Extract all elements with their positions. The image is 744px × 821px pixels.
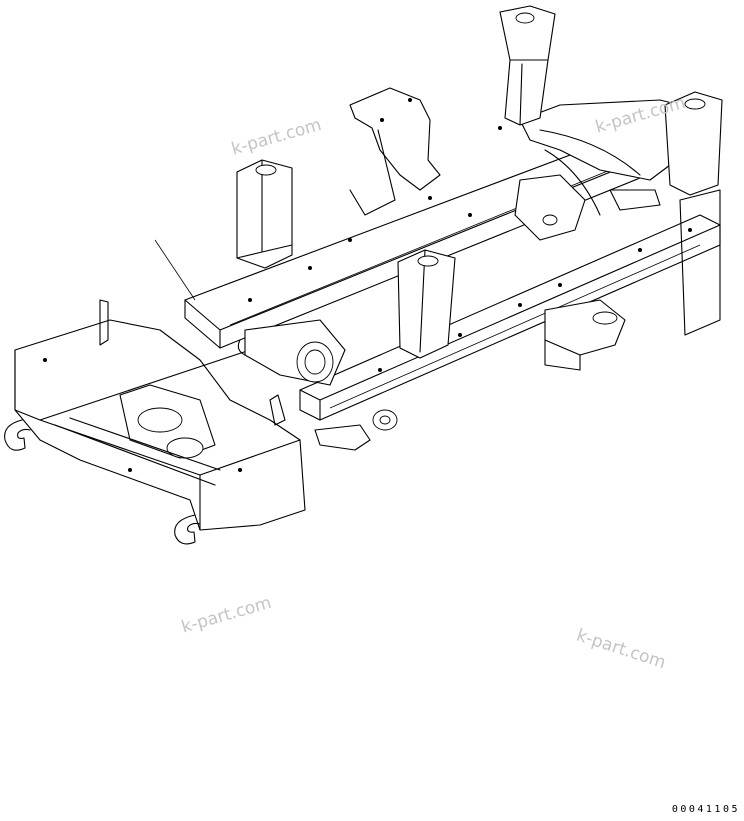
rear-mounts — [514, 174, 721, 371]
cross-members — [349, 87, 701, 216]
vertical-posts — [236, 5, 723, 359]
front-end-box — [14, 299, 306, 531]
leader-line — [154, 239, 196, 301]
lower-bracket — [314, 409, 398, 451]
cylinder-housing — [237, 319, 346, 386]
tow-hooks — [4, 419, 201, 545]
bolt-holes — [43, 98, 692, 472]
drawing-code: 00041105 — [671, 804, 740, 815]
